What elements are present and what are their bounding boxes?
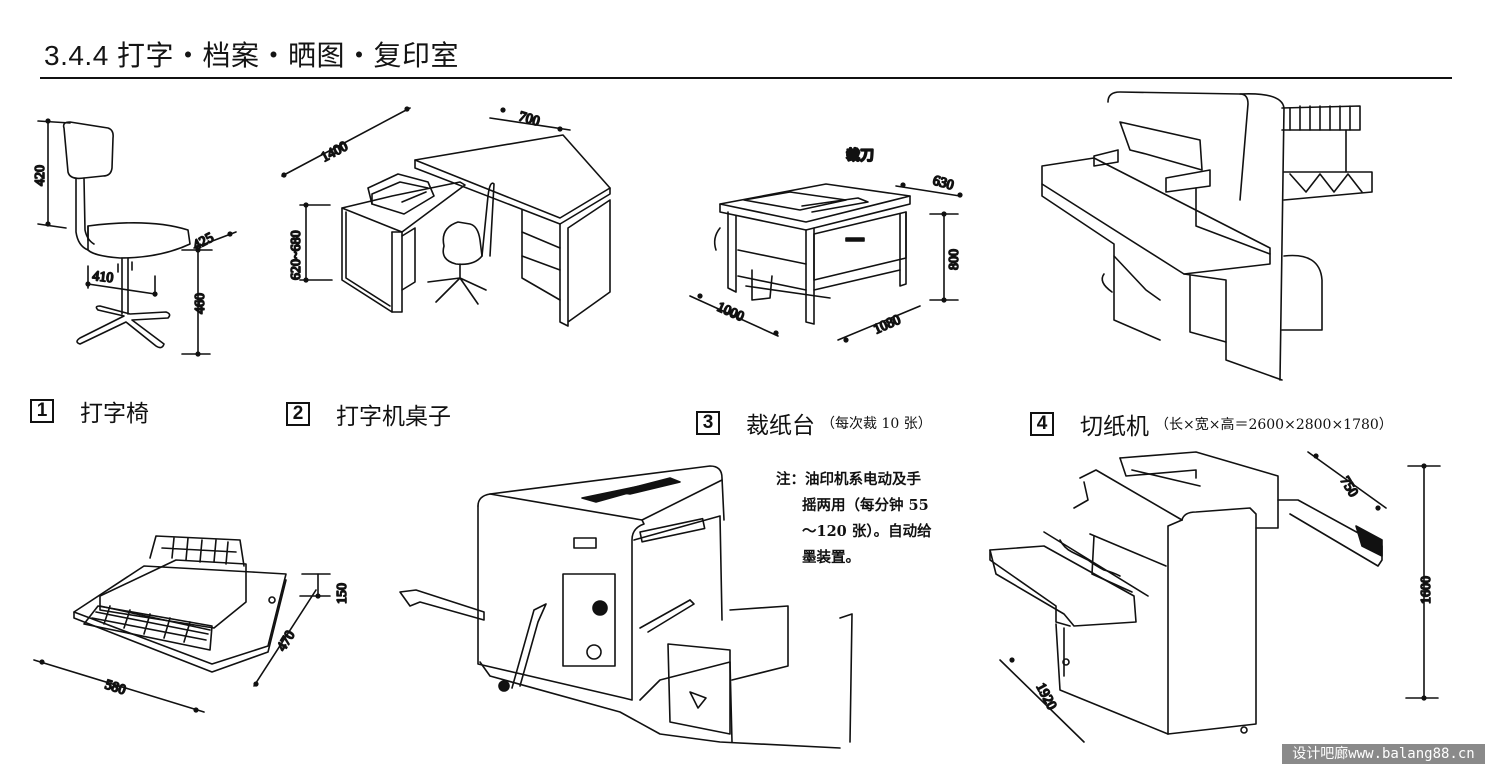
paper-cutting-table-drawing bbox=[689, 182, 963, 343]
typewriter-dim-470: 470 bbox=[275, 628, 299, 654]
folder-dim-750: 750 bbox=[1337, 474, 1361, 500]
item-number-badge: 4 bbox=[1030, 412, 1054, 436]
desk-dim-1400: 1400 bbox=[319, 139, 351, 165]
item-note: （每次裁 10 张） bbox=[821, 416, 932, 432]
chair-dim-410: 410 bbox=[92, 269, 114, 286]
page-title: 3.4.4 打字・档案・晒图・复印室 bbox=[44, 40, 460, 71]
typewriter-desk-drawing bbox=[281, 106, 611, 327]
chair-dim-460: 460 bbox=[193, 293, 208, 314]
typewriter-dim-580: 580 bbox=[103, 678, 128, 699]
note-line: ～120 张）。自动给 bbox=[802, 523, 932, 540]
item-name: 打字椅 bbox=[80, 401, 149, 427]
folder-dim-1600: 1600 bbox=[1419, 576, 1434, 604]
title-divider bbox=[40, 77, 1452, 79]
caption-item-3: 3 裁纸台 （每次裁 10 张） bbox=[696, 406, 932, 440]
item-number-badge: 1 bbox=[30, 399, 54, 423]
caption-item-1: 1 打字椅 bbox=[30, 394, 149, 428]
table-dim-630: 630 bbox=[931, 173, 955, 193]
item-name: 裁纸台 bbox=[746, 413, 815, 439]
item-number-badge: 3 bbox=[696, 411, 720, 435]
typewriter-dim-150: 150 bbox=[335, 583, 350, 604]
item-name: 切纸机 bbox=[1080, 414, 1149, 440]
table-dim-800: 800 bbox=[947, 249, 962, 270]
typing-chair-drawing bbox=[37, 118, 237, 357]
guillotine-cutter-drawing bbox=[1041, 91, 1373, 381]
folding-machine-drawing bbox=[989, 451, 1441, 743]
mimeograph-note: 注：油印机系电动及手 摇两用（每分钟 55 ～120 张）。自动给 墨装置。 bbox=[776, 467, 932, 571]
desk-dim-700: 700 bbox=[517, 109, 541, 129]
caption-item-2: 2 打字机桌子 bbox=[286, 397, 451, 431]
note-line: 摇两用（每分钟 55 bbox=[802, 497, 929, 514]
item-note: （长×宽×高＝2600×2800×1780） bbox=[1155, 417, 1393, 433]
folder-dim-1920: 1920 bbox=[1032, 681, 1058, 713]
chair-dim-420: 420 bbox=[33, 165, 48, 186]
item-name: 打字机桌子 bbox=[336, 404, 451, 430]
typewriter-drawing bbox=[33, 535, 331, 713]
blade-label: 裁刀 bbox=[846, 147, 874, 164]
note-line: 注：油印机系电动及手 bbox=[776, 471, 921, 488]
mimeograph-drawing bbox=[399, 465, 853, 749]
note-line: 墨装置。 bbox=[802, 549, 860, 566]
caption-item-4: 4 切纸机 （长×宽×高＝2600×2800×1780） bbox=[1030, 407, 1393, 441]
item-number-badge: 2 bbox=[286, 402, 310, 426]
desk-dim-620-680: 620~680 bbox=[289, 230, 304, 280]
watermark: 设计吧廊www.balang88.cn bbox=[1282, 744, 1485, 764]
table-dim-1000: 1000 bbox=[714, 300, 746, 325]
table-dim-1080: 1080 bbox=[872, 313, 904, 338]
